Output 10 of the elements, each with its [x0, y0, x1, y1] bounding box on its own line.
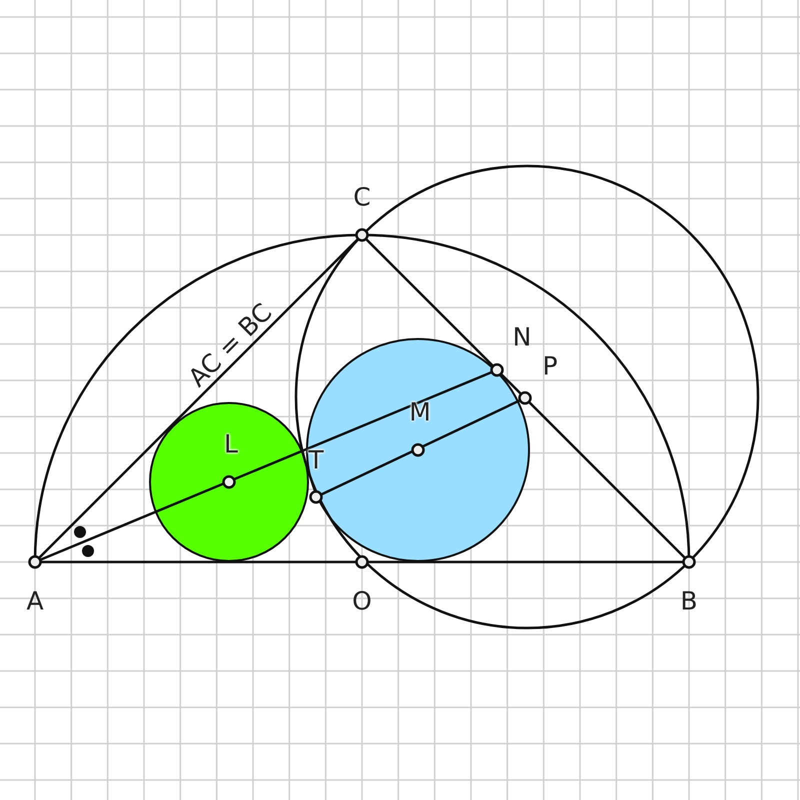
- point-label: A: [26, 586, 44, 616]
- point-label: M: [409, 398, 431, 426]
- segment-label: AC = BC: [182, 298, 278, 392]
- point-label: O: [352, 586, 372, 616]
- point-label: L: [224, 430, 238, 458]
- point-label: B: [680, 586, 698, 616]
- point-label: T: [308, 446, 324, 474]
- point-label: P: [542, 352, 558, 380]
- point-label: N: [512, 322, 532, 352]
- point-label: C: [353, 182, 371, 212]
